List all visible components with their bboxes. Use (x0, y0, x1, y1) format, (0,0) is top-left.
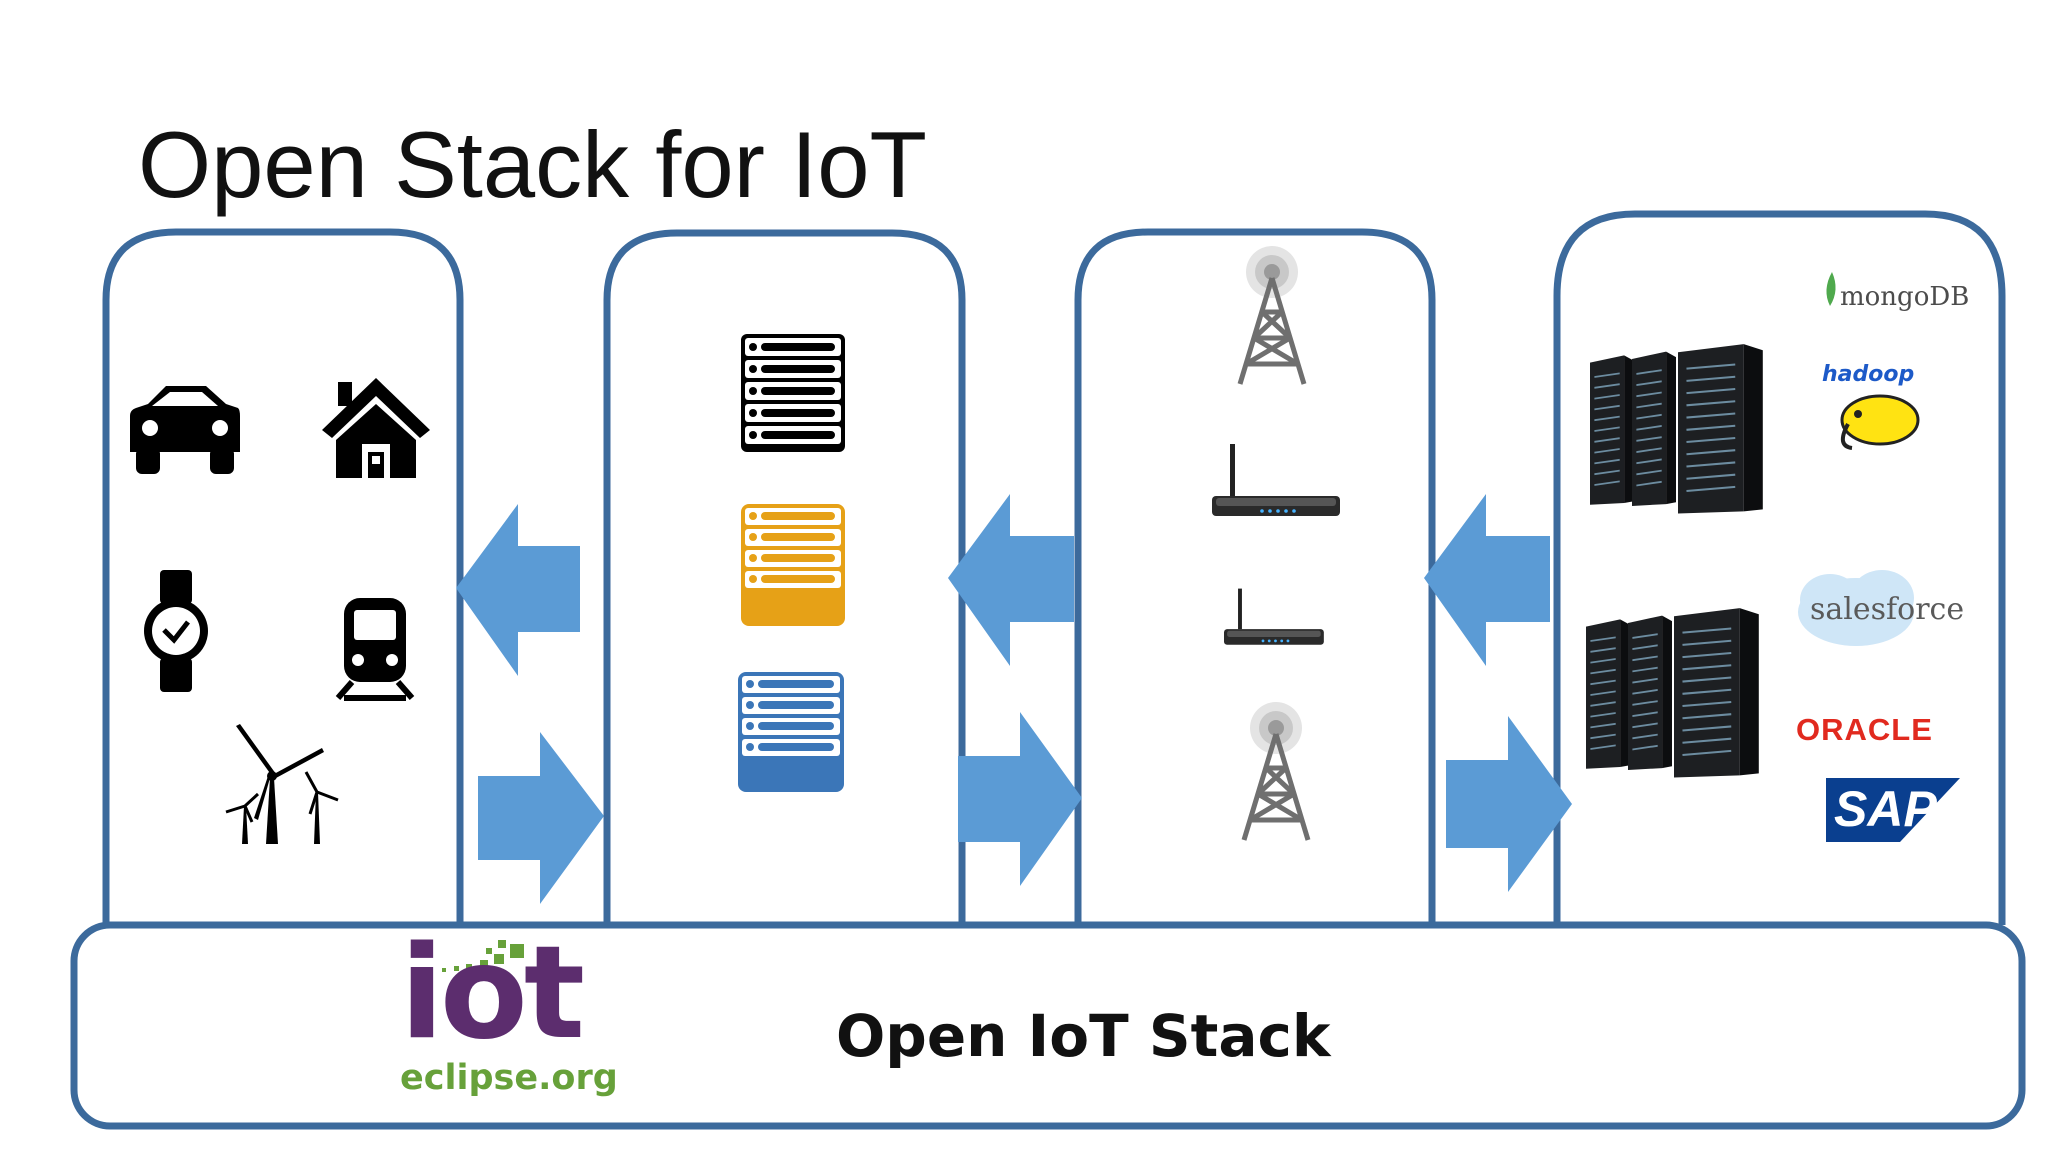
panel-network (1074, 228, 1436, 925)
server-black-icon (741, 334, 845, 452)
iot-logo-text: iot (400, 919, 585, 1068)
arrow-left-3 (1424, 494, 1550, 666)
panel-devices (102, 228, 464, 925)
arrow-right-2 (958, 712, 1082, 886)
watch-icon (144, 570, 208, 692)
wifi-router-icon (1224, 588, 1324, 645)
server-rack-icon (1589, 343, 1764, 515)
salesforce-logo: salesforce (1810, 592, 1965, 627)
mongodb-logo: mongoDB (1840, 282, 1970, 312)
arrow-right-3 (1446, 716, 1572, 892)
car-icon (130, 386, 240, 474)
server-rack-icon (1585, 607, 1760, 779)
train-icon (335, 598, 415, 701)
panel-cloud (1553, 210, 2006, 925)
sap-logo: SAP (1834, 781, 1937, 837)
open-iot-stack-label: Open IoT Stack (836, 1002, 1331, 1070)
oracle-logo: ORACLE (1796, 712, 1933, 747)
salesforce-cloud-icon (1798, 570, 1914, 646)
hadoop-logo: hadoop (1822, 362, 1915, 387)
panel-gateways (603, 229, 966, 925)
arrow-left-1 (456, 504, 580, 676)
slide-title: Open Stack for IoT (138, 112, 927, 217)
hadoop-elephant-icon (1840, 394, 1920, 450)
iot-logo-pixels (442, 940, 524, 972)
panel-open-iot-stack (70, 921, 2026, 1130)
arrow-left-2 (948, 494, 1074, 666)
iot-logo-subtext: eclipse.org (400, 1058, 618, 1098)
sap-badge-icon (1826, 778, 1960, 842)
arrow-right-1 (478, 732, 604, 904)
server-gold-icon (741, 504, 845, 626)
radio-tower-icon (1240, 246, 1304, 384)
server-blue-icon (738, 672, 844, 792)
mongodb-leaf-icon (1826, 272, 1836, 306)
house-icon (322, 378, 430, 478)
wind-turbine-icon (225, 724, 339, 844)
wifi-router-icon (1212, 444, 1340, 516)
radio-tower-icon (1244, 702, 1308, 840)
